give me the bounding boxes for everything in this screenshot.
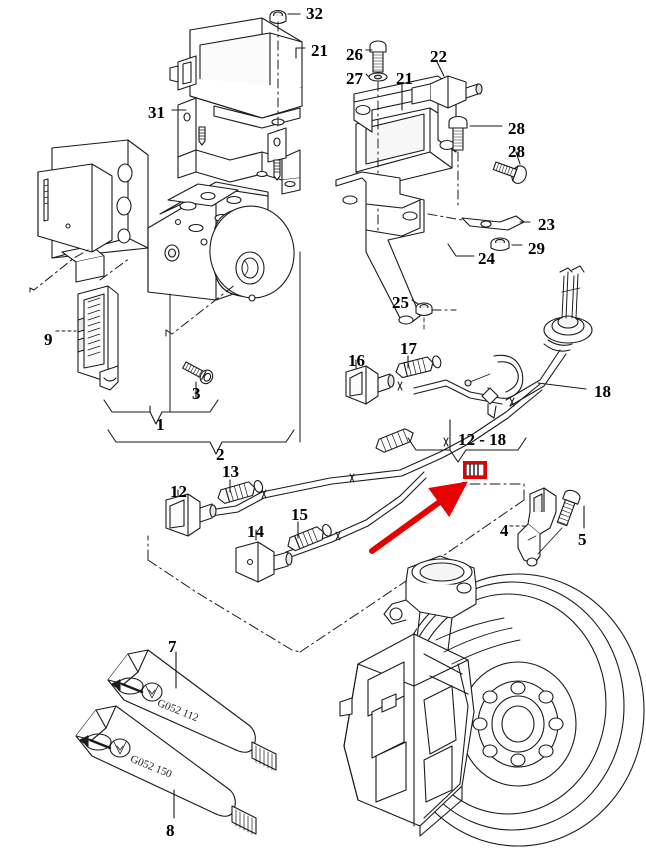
bolt-5 <box>556 489 581 527</box>
callout-3: 3 <box>192 384 201 403</box>
wheel-brake-assembly <box>339 555 645 847</box>
callout-range-12-18: 12 - 18 <box>458 430 507 449</box>
connector-13 <box>217 480 264 504</box>
callout-21-top: 21 <box>311 41 328 60</box>
connector-14 <box>235 541 293 583</box>
callout-23: 23 <box>538 215 555 234</box>
grease-tube-7 <box>107 649 277 771</box>
callout-26: 26 <box>346 45 363 64</box>
nut-29 <box>490 237 510 252</box>
callout-13: 13 <box>222 462 239 481</box>
callout-29: 29 <box>528 239 545 258</box>
bolt-28b <box>492 161 527 184</box>
connector-17 <box>395 355 442 379</box>
clip-23 <box>461 215 525 231</box>
bracket-24 <box>335 171 425 325</box>
callout-12: 12 <box>170 482 187 501</box>
highlighted-connector <box>465 463 485 477</box>
red-highlight-box[interactable] <box>463 461 487 479</box>
callout-21-right: 21 <box>396 69 413 88</box>
nut-32 <box>269 9 287 25</box>
callout-7: 7 <box>168 637 177 656</box>
sensor-22 <box>411 75 483 109</box>
cable-boot-main <box>375 428 414 453</box>
callout-1: 1 <box>156 415 165 434</box>
callout-28-upper: 28 <box>508 119 525 138</box>
wheel-speed-sensor-4 <box>517 487 557 567</box>
bracket-line-12-18 <box>407 419 527 463</box>
grease-tube-8 <box>75 705 257 835</box>
callout-22: 22 <box>430 47 447 66</box>
callout-16: 16 <box>348 351 365 370</box>
callout-31: 31 <box>148 103 165 122</box>
connector-plug-9 <box>77 285 119 391</box>
callout-9: 9 <box>44 330 53 349</box>
bolt-28a <box>448 115 468 151</box>
sensor-module-21 <box>353 75 457 187</box>
callout-25: 25 <box>392 293 409 312</box>
callout-17: 17 <box>400 339 417 358</box>
callout-5: 5 <box>578 530 587 549</box>
connector-15 <box>287 523 332 552</box>
callout-8: 8 <box>166 821 175 840</box>
callout-15: 15 <box>291 505 308 524</box>
callout-14: 14 <box>247 522 264 541</box>
callout-28-lower: 28 <box>508 142 525 161</box>
callout-2: 2 <box>216 445 225 464</box>
cable-clip-18 <box>481 354 524 419</box>
callout-18: 18 <box>594 382 611 401</box>
red-annotation-arrow <box>369 481 468 554</box>
cable-grommet <box>543 265 593 352</box>
hydraulic-pump-unit <box>147 181 295 302</box>
nut-25 <box>415 302 433 317</box>
callout-27: 27 <box>346 69 363 88</box>
bolt-26 <box>369 40 387 73</box>
callout-4: 4 <box>500 521 509 540</box>
abs-control-module <box>37 163 113 253</box>
washer-27 <box>368 72 388 82</box>
bracket-line-1 <box>103 293 219 425</box>
connector-12 <box>165 493 217 537</box>
screw-3 <box>182 361 214 385</box>
callout-24: 24 <box>478 249 495 268</box>
callout-32: 32 <box>306 4 323 23</box>
connector-16 <box>345 365 395 405</box>
bracket-31 <box>177 97 301 195</box>
bracket-line-2 <box>107 251 301 455</box>
